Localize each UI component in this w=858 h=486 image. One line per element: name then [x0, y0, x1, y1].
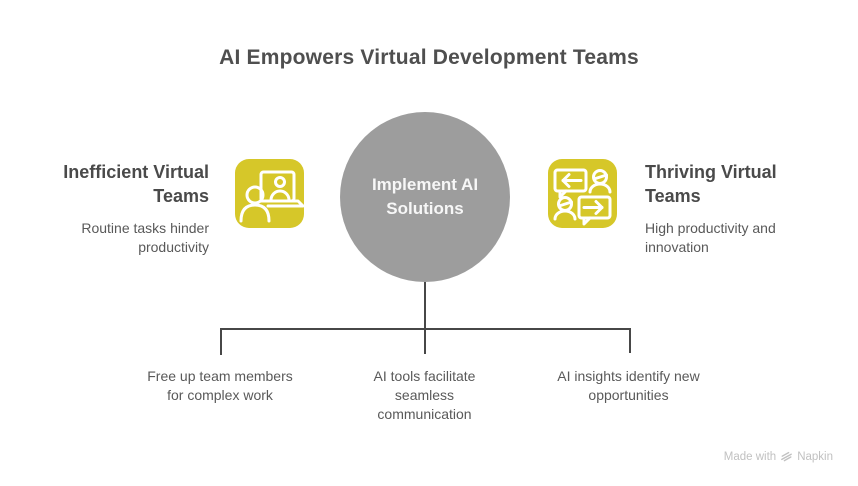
watermark-brand: Napkin — [797, 450, 833, 463]
problem-block: Inefficient Virtual Teams Routine tasks … — [17, 160, 209, 257]
outcome-icon-tile — [548, 159, 617, 228]
problem-icon-tile — [235, 159, 304, 228]
watermark: Made with Napkin — [724, 450, 833, 463]
outcome-description: High productivity and innovation — [645, 220, 776, 255]
solution-circle: Implement AI Solutions — [340, 112, 510, 282]
problem-description: Routine tasks hinder productivity — [81, 220, 209, 255]
connector-right-drop — [629, 328, 631, 353]
benefit-label-2: AI tools facilitate seamless communicati… — [373, 368, 476, 422]
benefit-label-1: Free up team members for complex work — [147, 368, 293, 403]
video-call-icon — [235, 159, 304, 228]
connector-left-drop — [220, 328, 222, 355]
connector-center-vertical — [424, 282, 426, 354]
connector-horizontal — [220, 328, 631, 330]
diagram-title: AI Empowers Virtual Development Teams — [219, 46, 639, 69]
watermark-prefix: Made with — [723, 450, 777, 463]
problem-heading: Inefficient Virtual Teams — [63, 162, 209, 206]
napkin-logo-icon — [780, 450, 793, 463]
solution-label: Implement AI Solutions — [371, 175, 479, 218]
benefit-label-3: AI insights identify new opportunities — [557, 368, 700, 403]
chat-exchange-icon — [548, 159, 617, 228]
outcome-heading: Thriving Virtual Teams — [645, 162, 777, 206]
outcome-block: Thriving Virtual Teams High productivity… — [645, 160, 837, 257]
